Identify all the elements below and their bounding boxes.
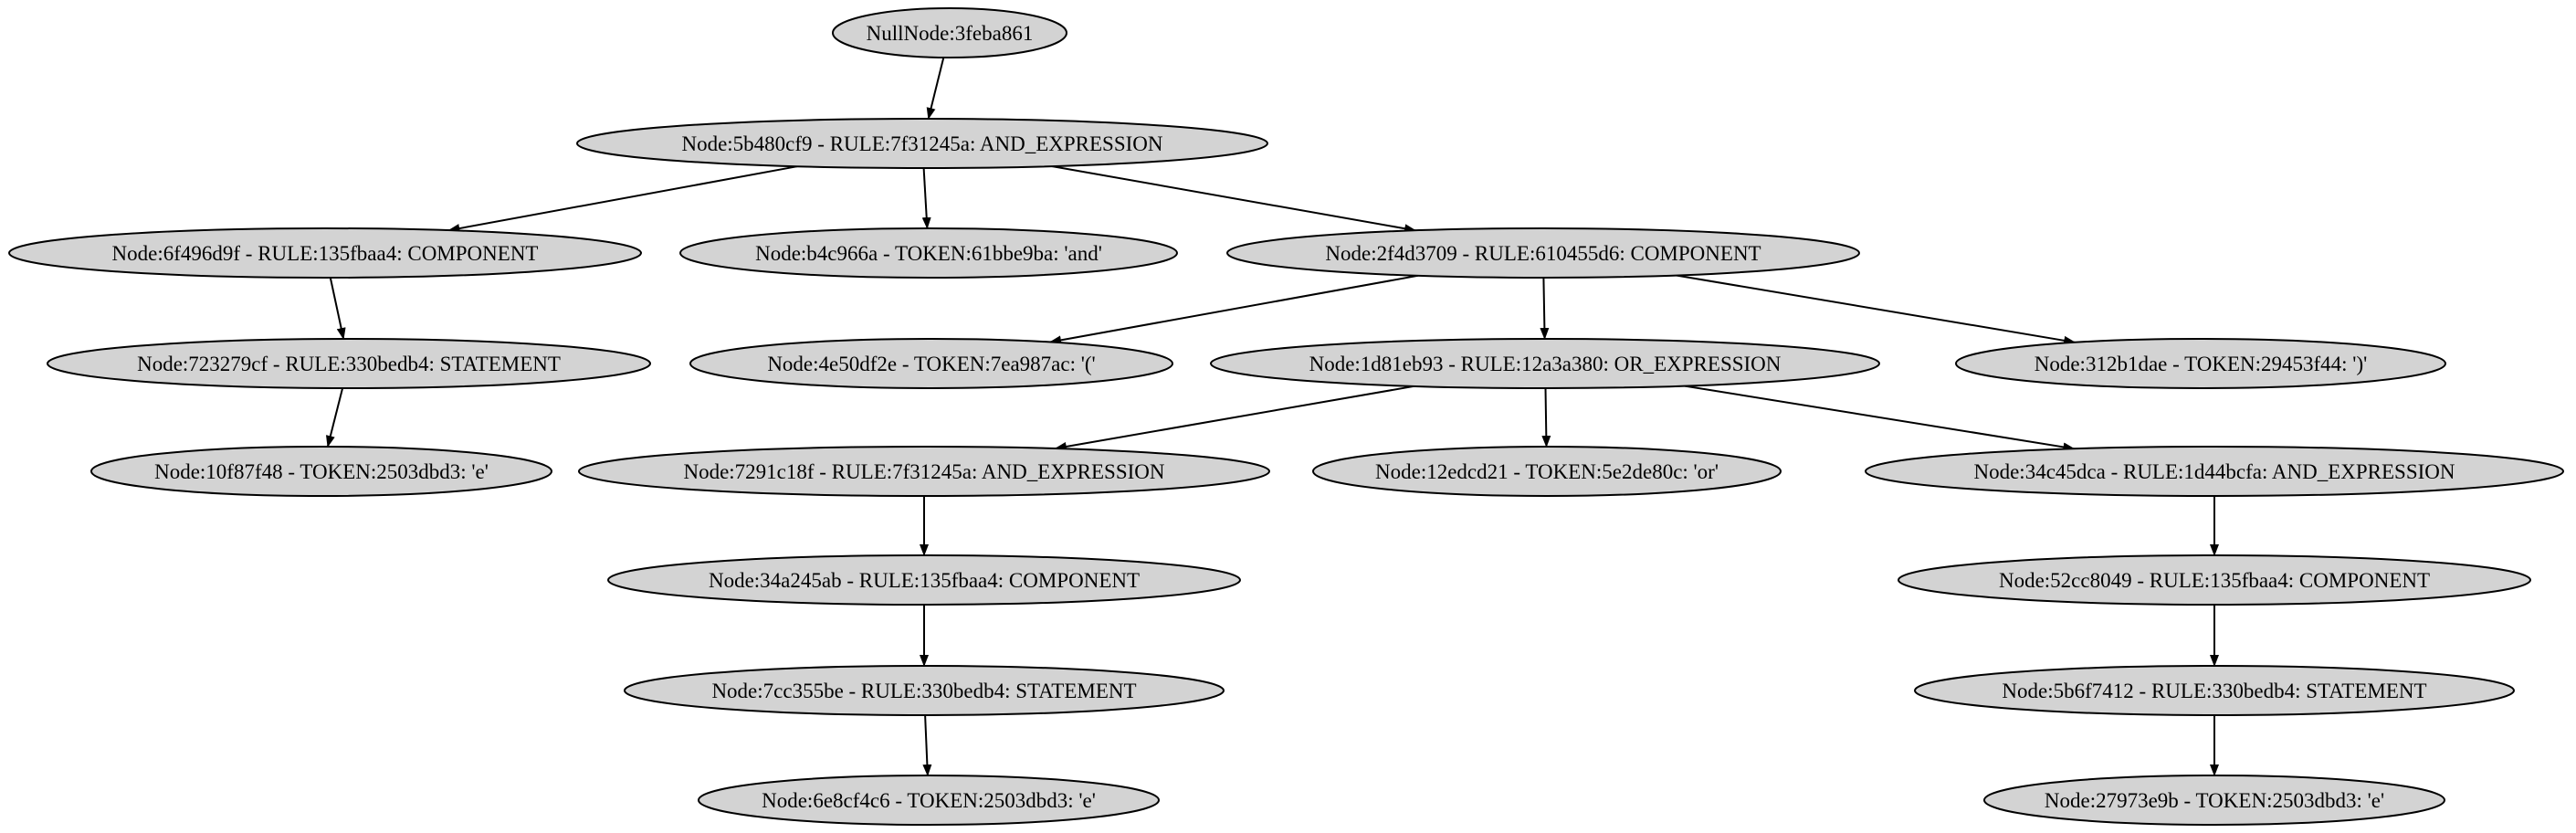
node-label: Node:6f496d9f - RULE:135fbaa4: COMPONENT xyxy=(112,242,539,265)
graph-edge-5b480cf9-2f4d3709 xyxy=(1051,165,1417,234)
node-ellipse xyxy=(1210,338,1880,389)
node-ellipse xyxy=(698,775,1160,826)
graph-node-1d81eb93: Node:1d81eb93 - RULE:12a3a380: OR_EXPRES… xyxy=(1210,338,1880,389)
node-ellipse xyxy=(832,7,1067,58)
graph-node-2f4d3709: Node:2f4d3709 - RULE:610455d6: COMPONENT xyxy=(1226,227,1860,279)
graph-edge-1d81eb93-12edcd21 xyxy=(1541,387,1551,448)
node-label: Node:b4c966a - TOKEN:61bbe9ba: 'and' xyxy=(755,242,1102,265)
node-label: Node:34c45dca - RULE:1d44bcfa: AND_EXPRE… xyxy=(1973,460,2455,483)
node-label: Node:34a245ab - RULE:135fbaa4: COMPONENT xyxy=(709,569,1140,592)
node-ellipse xyxy=(689,338,1173,389)
graph-edge-2f4d3709-312b1dae xyxy=(1676,274,2077,345)
node-label: Node:5b480cf9 - RULE:7f31245a: AND_EXPRE… xyxy=(681,132,1162,155)
graph-edge-7cc355be-6e8cf4c6 xyxy=(922,714,932,776)
node-ellipse xyxy=(47,338,651,389)
node-ellipse xyxy=(1898,554,2531,606)
graph-node-7291c18f: Node:7291c18f - RULE:7f31245a: AND_EXPRE… xyxy=(578,446,1270,497)
graph-node-6e8cf4c6: Node:6e8cf4c6 - TOKEN:2503dbd3: 'e' xyxy=(698,775,1160,826)
node-label: Node:2f4d3709 - RULE:610455d6: COMPONENT xyxy=(1325,242,1761,265)
node-label: Node:7cc355be - RULE:330bedb4: STATEMENT xyxy=(711,680,1136,702)
graph-node-b4c966a: Node:b4c966a - TOKEN:61bbe9ba: 'and' xyxy=(679,227,1178,279)
node-ellipse xyxy=(578,446,1270,497)
node-label: Node:4e50df2e - TOKEN:7ea987ac: '(' xyxy=(767,353,1095,375)
graph-node-723279cf: Node:723279cf - RULE:330bedb4: STATEMENT xyxy=(47,338,651,389)
graph-edge-5b480cf9-b4c966a xyxy=(921,167,931,229)
graph-node-34c45dca: Node:34c45dca - RULE:1d44bcfa: AND_EXPRE… xyxy=(1865,446,2564,497)
node-ellipse xyxy=(90,446,552,497)
node-label: Node:10f87f48 - TOKEN:2503dbd3: 'e' xyxy=(154,460,489,483)
graph-node-52cc8049: Node:52cc8049 - RULE:135fbaa4: COMPONENT xyxy=(1898,554,2531,606)
graph-edge-723279cf-10f87f48 xyxy=(325,387,344,448)
graph-node-5b6f7412: Node:5b6f7412 - RULE:330bedb4: STATEMENT xyxy=(1914,665,2515,716)
graph-node-10f87f48: Node:10f87f48 - TOKEN:2503dbd3: 'e' xyxy=(90,446,552,497)
graph-edge-6f496d9f-723279cf xyxy=(329,277,346,340)
node-ellipse xyxy=(1226,227,1860,279)
node-ellipse xyxy=(1865,446,2564,497)
graph-node-27973e9b: Node:27973e9b - TOKEN:2503dbd3: 'e' xyxy=(1983,775,2445,826)
graph-edge-2f4d3709-1d81eb93 xyxy=(1540,277,1550,340)
node-label: Node:5b6f7412 - RULE:330bedb4: STATEMENT xyxy=(2002,680,2426,702)
graph-node-12edcd21: Node:12edcd21 - TOKEN:5e2de80c: 'or' xyxy=(1312,446,1782,497)
node-label: Node:312b1dae - TOKEN:29453f44: ')' xyxy=(2035,353,2368,375)
node-ellipse xyxy=(624,665,1225,716)
node-label: Node:723279cf - RULE:330bedb4: STATEMENT xyxy=(137,353,561,375)
graph-node-34a245ab: Node:34a245ab - RULE:135fbaa4: COMPONENT xyxy=(607,554,1241,606)
node-ellipse xyxy=(607,554,1241,606)
graph-node-7cc355be: Node:7cc355be - RULE:330bedb4: STATEMENT xyxy=(624,665,1225,716)
graph-node-6f496d9f: Node:6f496d9f - RULE:135fbaa4: COMPONENT xyxy=(8,227,642,279)
node-label: Node:27973e9b - TOKEN:2503dbd3: 'e' xyxy=(2045,789,2384,812)
graph-edge-3feba861-5b480cf9 xyxy=(926,57,945,120)
node-ellipse xyxy=(1955,338,2446,389)
graph-node-5b480cf9: Node:5b480cf9 - RULE:7f31245a: AND_EXPRE… xyxy=(576,118,1268,169)
node-label: NullNode:3feba861 xyxy=(867,22,1034,45)
graph-edge-2f4d3709-4e50df2e xyxy=(1049,274,1418,345)
node-label: Node:7291c18f - RULE:7f31245a: AND_EXPRE… xyxy=(683,460,1164,483)
graph-edge-1d81eb93-34c45dca xyxy=(1684,385,2076,452)
node-label: Node:52cc8049 - RULE:135fbaa4: COMPONENT xyxy=(1999,569,2430,592)
node-ellipse xyxy=(1914,665,2515,716)
graph-edge-5b480cf9-6f496d9f xyxy=(447,165,798,233)
graph-node-4e50df2e: Node:4e50df2e - TOKEN:7ea987ac: '(' xyxy=(689,338,1173,389)
node-ellipse xyxy=(576,118,1268,169)
graph-edge-1d81eb93-7291c18f xyxy=(1054,385,1414,451)
node-label: Node:6e8cf4c6 - TOKEN:2503dbd3: 'e' xyxy=(762,789,1096,812)
node-ellipse xyxy=(1312,446,1782,497)
graph-node-312b1dae: Node:312b1dae - TOKEN:29453f44: ')' xyxy=(1955,338,2446,389)
node-ellipse xyxy=(679,227,1178,279)
node-label: Node:12edcd21 - TOKEN:5e2de80c: 'or' xyxy=(1375,460,1719,483)
node-ellipse xyxy=(8,227,642,279)
node-label: Node:1d81eb93 - RULE:12a3a380: OR_EXPRES… xyxy=(1309,353,1782,375)
node-ellipse xyxy=(1983,775,2445,826)
graph-node-3feba861: NullNode:3feba861 xyxy=(832,7,1067,58)
